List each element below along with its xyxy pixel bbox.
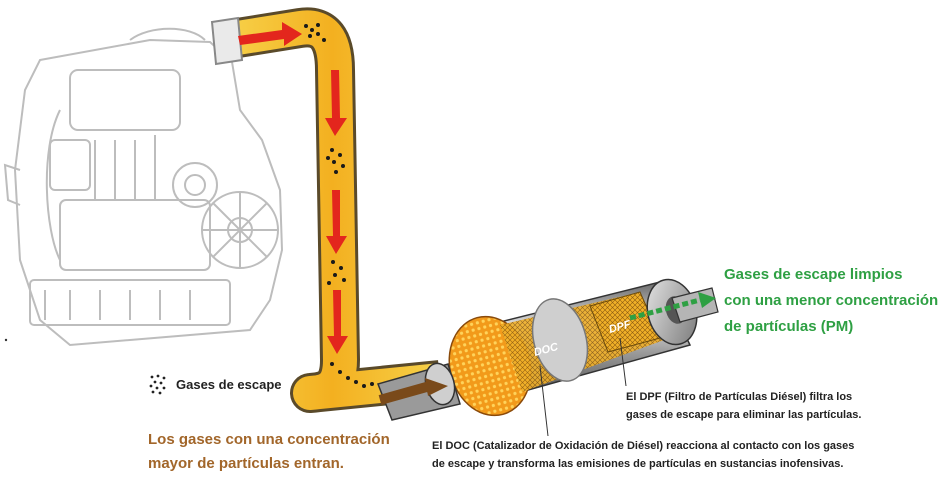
doc-desc-line-1: El DOC (Catalizador de Oxidación de Diés… [432, 440, 855, 452]
legend-label: Gases de escape [176, 376, 282, 392]
dpf-tag: DPF [608, 319, 633, 336]
dirty-gas-label: Los gases con una concentración mayor de… [148, 428, 390, 476]
particle-dots-icon [149, 374, 166, 395]
particle-dots [304, 23, 374, 388]
clean-gas-line-2: con una menor concentración [724, 292, 939, 309]
outlet-pipe [629, 287, 719, 323]
dpf-desc-line-2: gases de escape para eliminar las partíc… [626, 409, 862, 421]
doc-desc-line-2: de escape y transforma las emisiones de … [432, 458, 844, 470]
inlet-pipe [377, 362, 461, 421]
clean-gas-line-3: de partículas (PM) [724, 318, 854, 335]
legend: Gases de escape [148, 373, 282, 395]
leader-lines [539, 337, 627, 437]
dirty-gas-line-2: mayor de partículas entran. [148, 455, 344, 472]
flow-arrows [238, 22, 348, 354]
pipe-flange [210, 16, 244, 66]
dpf-description: El DPF (Filtro de Partículas Diésel) fil… [626, 388, 861, 424]
dirty-gas-line-1: Los gases con una concentración [148, 431, 390, 448]
clean-gas-line-1: Gases de escape limpios [724, 266, 903, 283]
converter-canister [448, 278, 698, 417]
clean-gas-label: Gases de escape limpios con una menor co… [724, 262, 938, 340]
doc-description: El DOC (Catalizador de Oxidación de Diés… [432, 437, 854, 473]
dpf-desc-line-1: El DPF (Filtro de Partículas Diésel) fil… [626, 391, 853, 403]
engine-illustration [3, 27, 284, 347]
